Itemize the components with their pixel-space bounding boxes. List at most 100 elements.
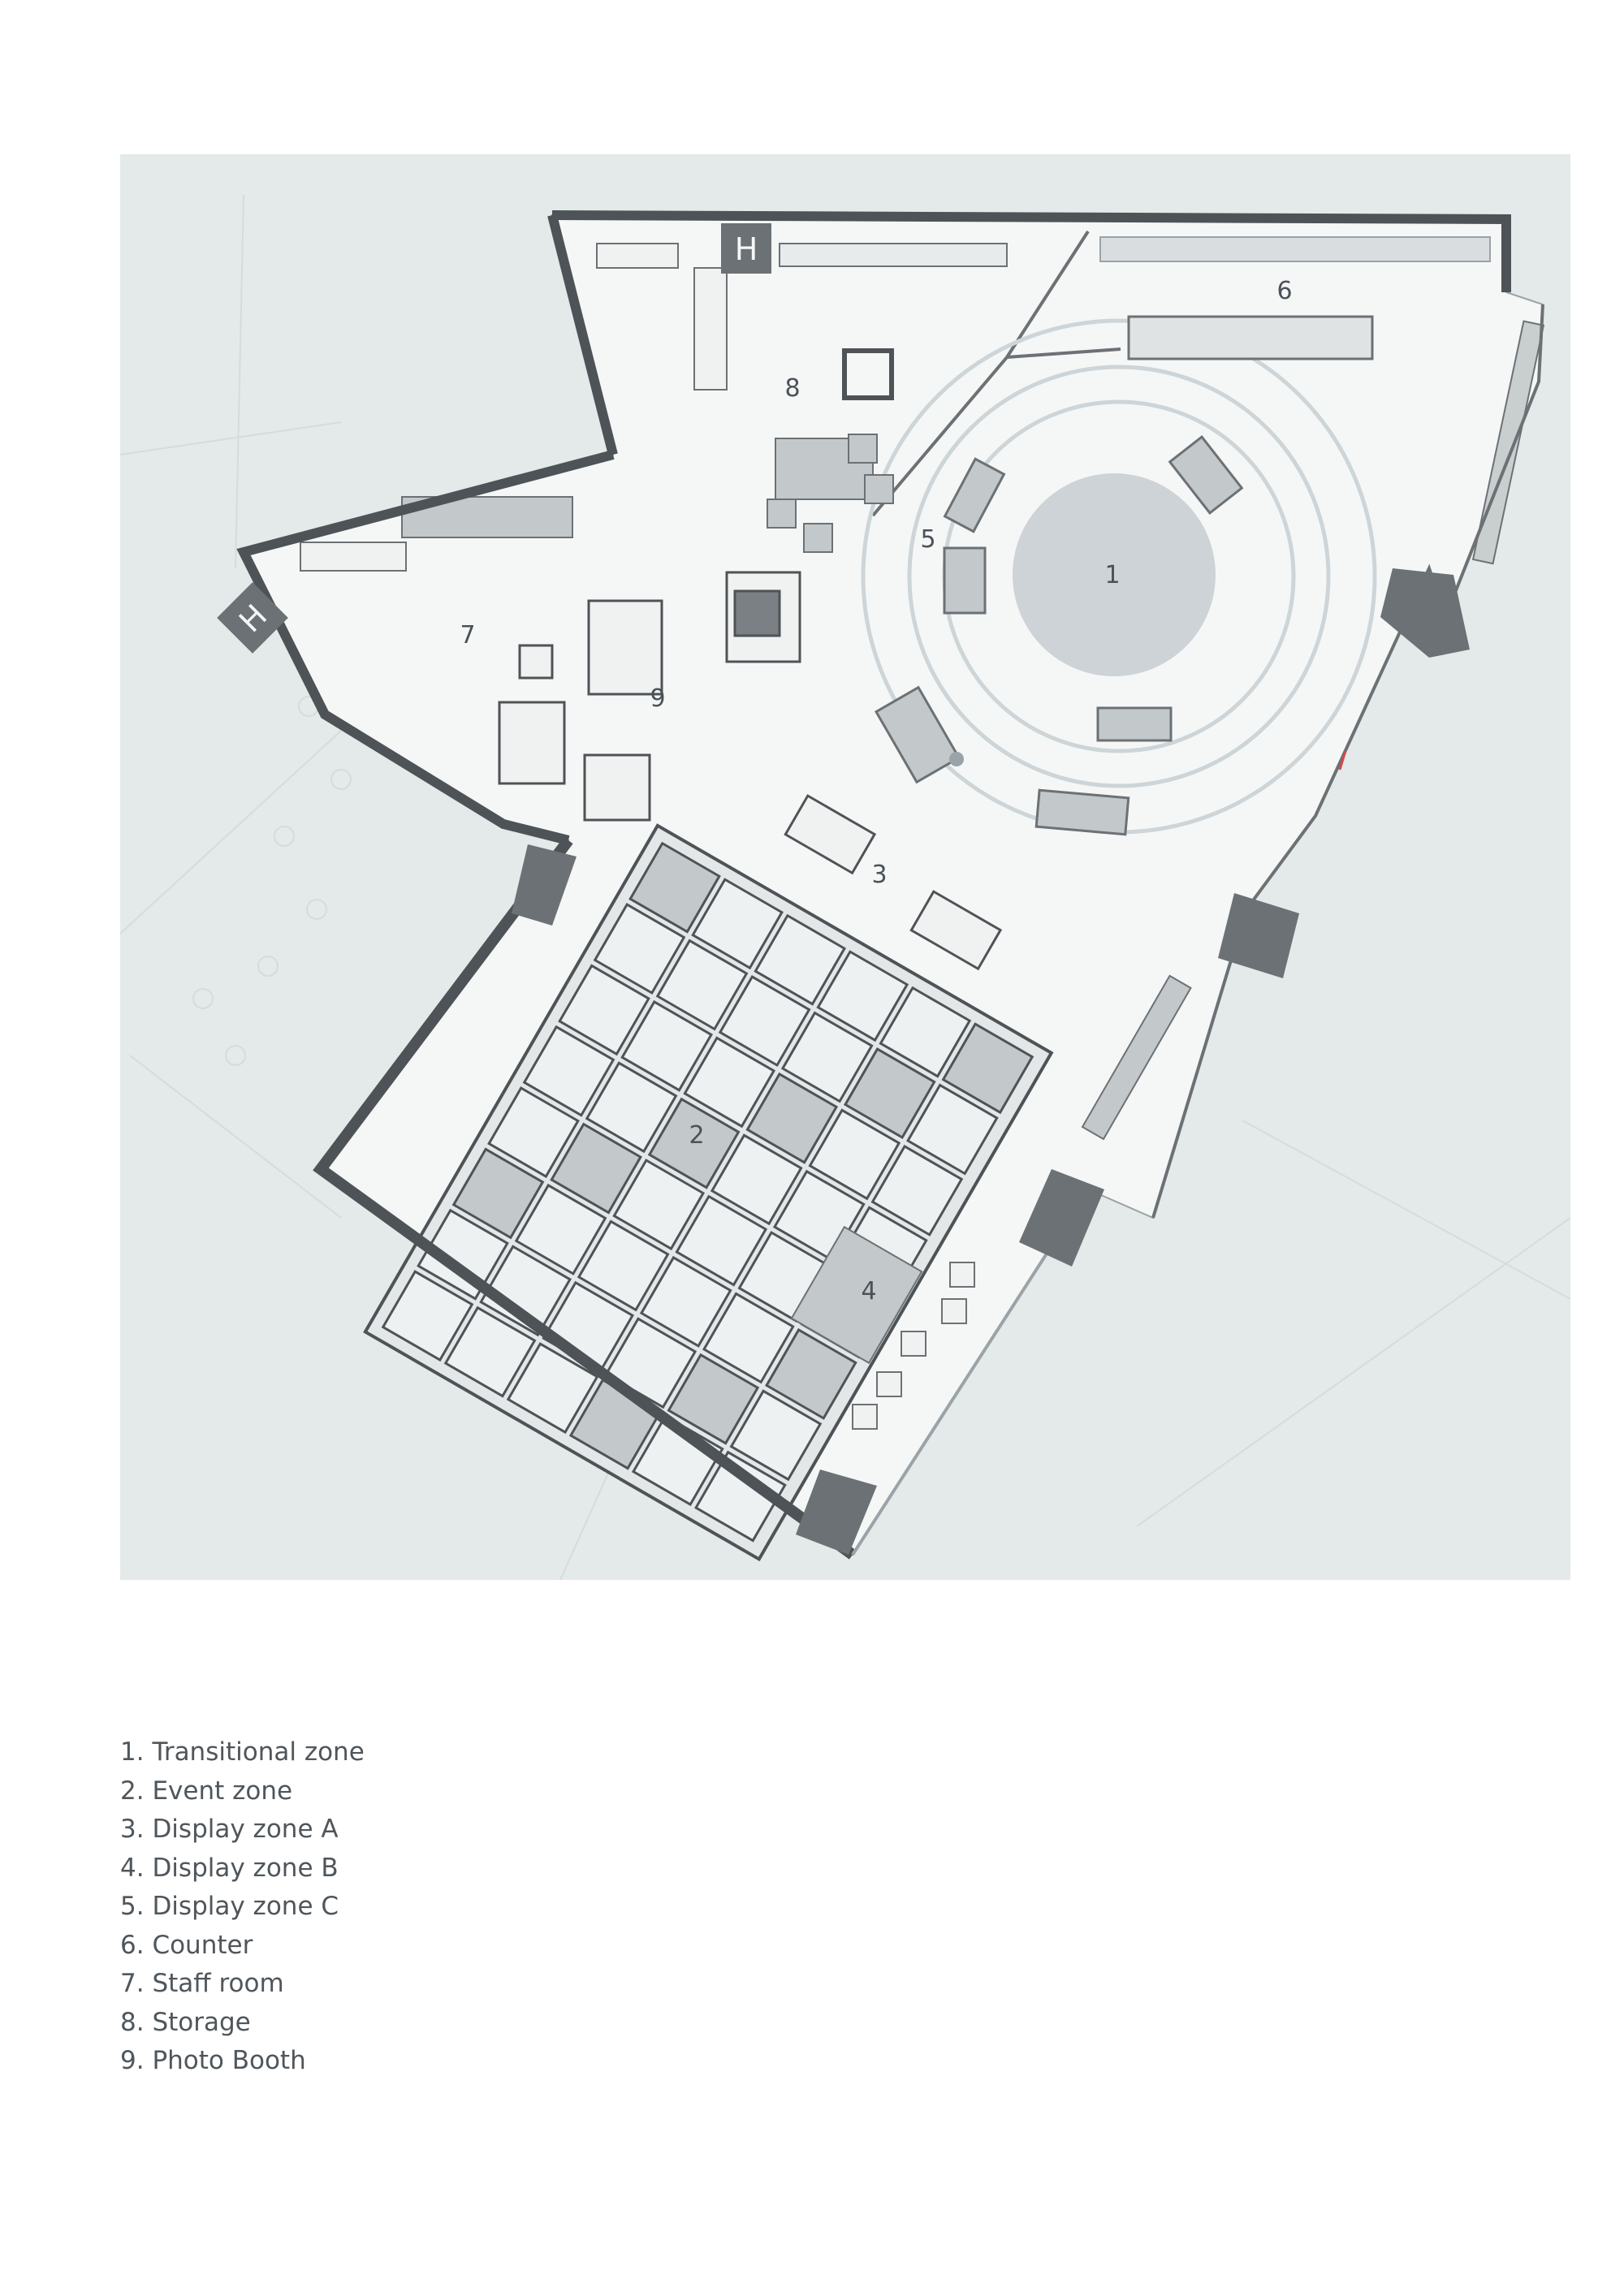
event-grid-cell (710, 1133, 803, 1226)
event-grid-cell (765, 1327, 857, 1420)
floor-plan-panel: H H 1 2 3 4 5 6 7 8 9 (120, 154, 1570, 1580)
legend-item: 4. Display zone B (120, 1849, 365, 1888)
event-grid-cell (843, 1047, 936, 1140)
event-grid-cell (451, 1147, 545, 1240)
legend-item: 6. Counter (120, 1927, 365, 1966)
event-grid-cell (675, 1194, 768, 1287)
display-zone-b-shelves (852, 1262, 975, 1430)
event-grid-cell (729, 1389, 823, 1482)
storage-column (842, 348, 894, 400)
exterior-wall-west (236, 450, 615, 845)
legend-number: 3. (120, 1815, 145, 1844)
legend-label: Event zone (152, 1776, 293, 1806)
event-grid-cell (593, 903, 686, 995)
event-grid-cell (381, 1270, 474, 1362)
event-grid-cell (612, 1159, 706, 1251)
event-grid-cell (702, 1292, 795, 1384)
legend-label: Counter (152, 1930, 253, 1960)
photo-booth-column (733, 589, 781, 637)
legend-label: Display zone A (152, 1815, 339, 1844)
event-grid-cell (558, 964, 650, 1056)
event-grid-cell (514, 1183, 607, 1275)
zone-marker-3: 3 (871, 861, 887, 889)
legend-item: 5. Display zone C (120, 1888, 365, 1927)
event-grid-cell (780, 1011, 874, 1103)
display-counters-c (874, 434, 1244, 836)
event-grid-cell (577, 1219, 670, 1312)
event-grid-cell (639, 1255, 732, 1348)
structural-pillars (512, 568, 1470, 1555)
stair-core-north: H (721, 223, 771, 274)
legend-item: 2. Event zone (120, 1772, 365, 1811)
legend-label: Display zone C (152, 1892, 339, 1921)
event-grid-cell (718, 975, 811, 1068)
event-grid-cell (754, 913, 847, 1006)
legend-number: 4. (120, 1853, 145, 1883)
legend-label: Display zone B (152, 1853, 339, 1883)
legend-number: 2. (120, 1776, 145, 1806)
zone-legend: 1. Transitional zone 2. Event zone 3. Di… (120, 1733, 365, 2081)
photo-booth-walls (498, 644, 651, 822)
counter-edge (1006, 347, 1121, 359)
event-grid-cell (816, 950, 909, 1042)
zone-marker-9: 9 (650, 684, 665, 713)
exterior-wall-northwest (547, 214, 618, 456)
event-grid-cell (550, 1122, 642, 1215)
zone-marker-7: 7 (460, 621, 475, 650)
legend-number: 6. (120, 1930, 145, 1960)
event-grid-cell (691, 878, 784, 970)
display-zone-b-island (790, 1225, 923, 1365)
legend-item: 1. Transitional zone (120, 1733, 365, 1772)
legend-item: 8. Storage (120, 2004, 365, 2043)
entrance-red-marker (1338, 750, 1347, 770)
event-grid-cell (506, 1342, 599, 1435)
event-grid-cell (479, 1245, 572, 1337)
zone-marker-4: 4 (861, 1277, 876, 1306)
legend-item: 9. Photo Booth (120, 2042, 365, 2081)
stair-symbol: H (735, 231, 758, 267)
legend-item: 7. Staff room (120, 1965, 365, 2004)
legend-number: 1. (120, 1737, 145, 1767)
counter-back-shelf (1099, 236, 1491, 262)
display-tables-a (784, 794, 1003, 971)
legend-number: 7. (120, 1969, 145, 1998)
counter-desk (1127, 315, 1374, 360)
zone-marker-1: 1 (1104, 561, 1120, 589)
event-grid-cell (870, 1144, 964, 1236)
legend-label: Staff room (152, 1969, 284, 1998)
surrounding-context-lines (120, 194, 1570, 1580)
event-grid-cell (941, 1022, 1034, 1115)
stair-core-west: H (217, 582, 288, 654)
event-grid-cell (417, 1208, 509, 1301)
event-grid-cell (655, 939, 749, 1031)
event-grid-cell (628, 841, 721, 934)
legend-label: Transitional zone (152, 1737, 365, 1767)
legend-label: Storage (152, 2007, 251, 2037)
legend-number: 5. (120, 1892, 145, 1921)
display-stool (949, 752, 964, 766)
event-grid-cell (808, 1108, 901, 1201)
exterior-wall-southwest (313, 836, 857, 1560)
event-grid-cell (620, 999, 713, 1092)
event-grid-cell (683, 1036, 776, 1129)
event-grid-cell (694, 1450, 787, 1543)
transitional-platform (1013, 473, 1216, 676)
floor-plan-drawing: H H 1 2 3 4 5 6 7 8 9 (120, 154, 1570, 1580)
event-grid-cell (667, 1353, 760, 1445)
event-grid-cell (745, 1072, 839, 1164)
zone-marker-5: 5 (920, 525, 935, 554)
zone-marker-8: 8 (784, 374, 800, 403)
event-grid-cell (585, 1061, 678, 1154)
legend-number: 8. (120, 2007, 145, 2037)
event-zone-grid (363, 823, 1054, 1562)
long-bench (1081, 974, 1192, 1141)
storage-furniture (596, 243, 1008, 553)
event-grid-cell (443, 1306, 537, 1398)
event-grid-cell (522, 1025, 615, 1117)
event-grid-cell (879, 986, 972, 1078)
zone-marker-6: 6 (1276, 277, 1292, 305)
event-grid-cell (647, 1097, 741, 1189)
legend-label: Photo Booth (152, 2046, 306, 2075)
exterior-wall-north (551, 210, 1511, 292)
event-grid-cell (487, 1086, 580, 1179)
